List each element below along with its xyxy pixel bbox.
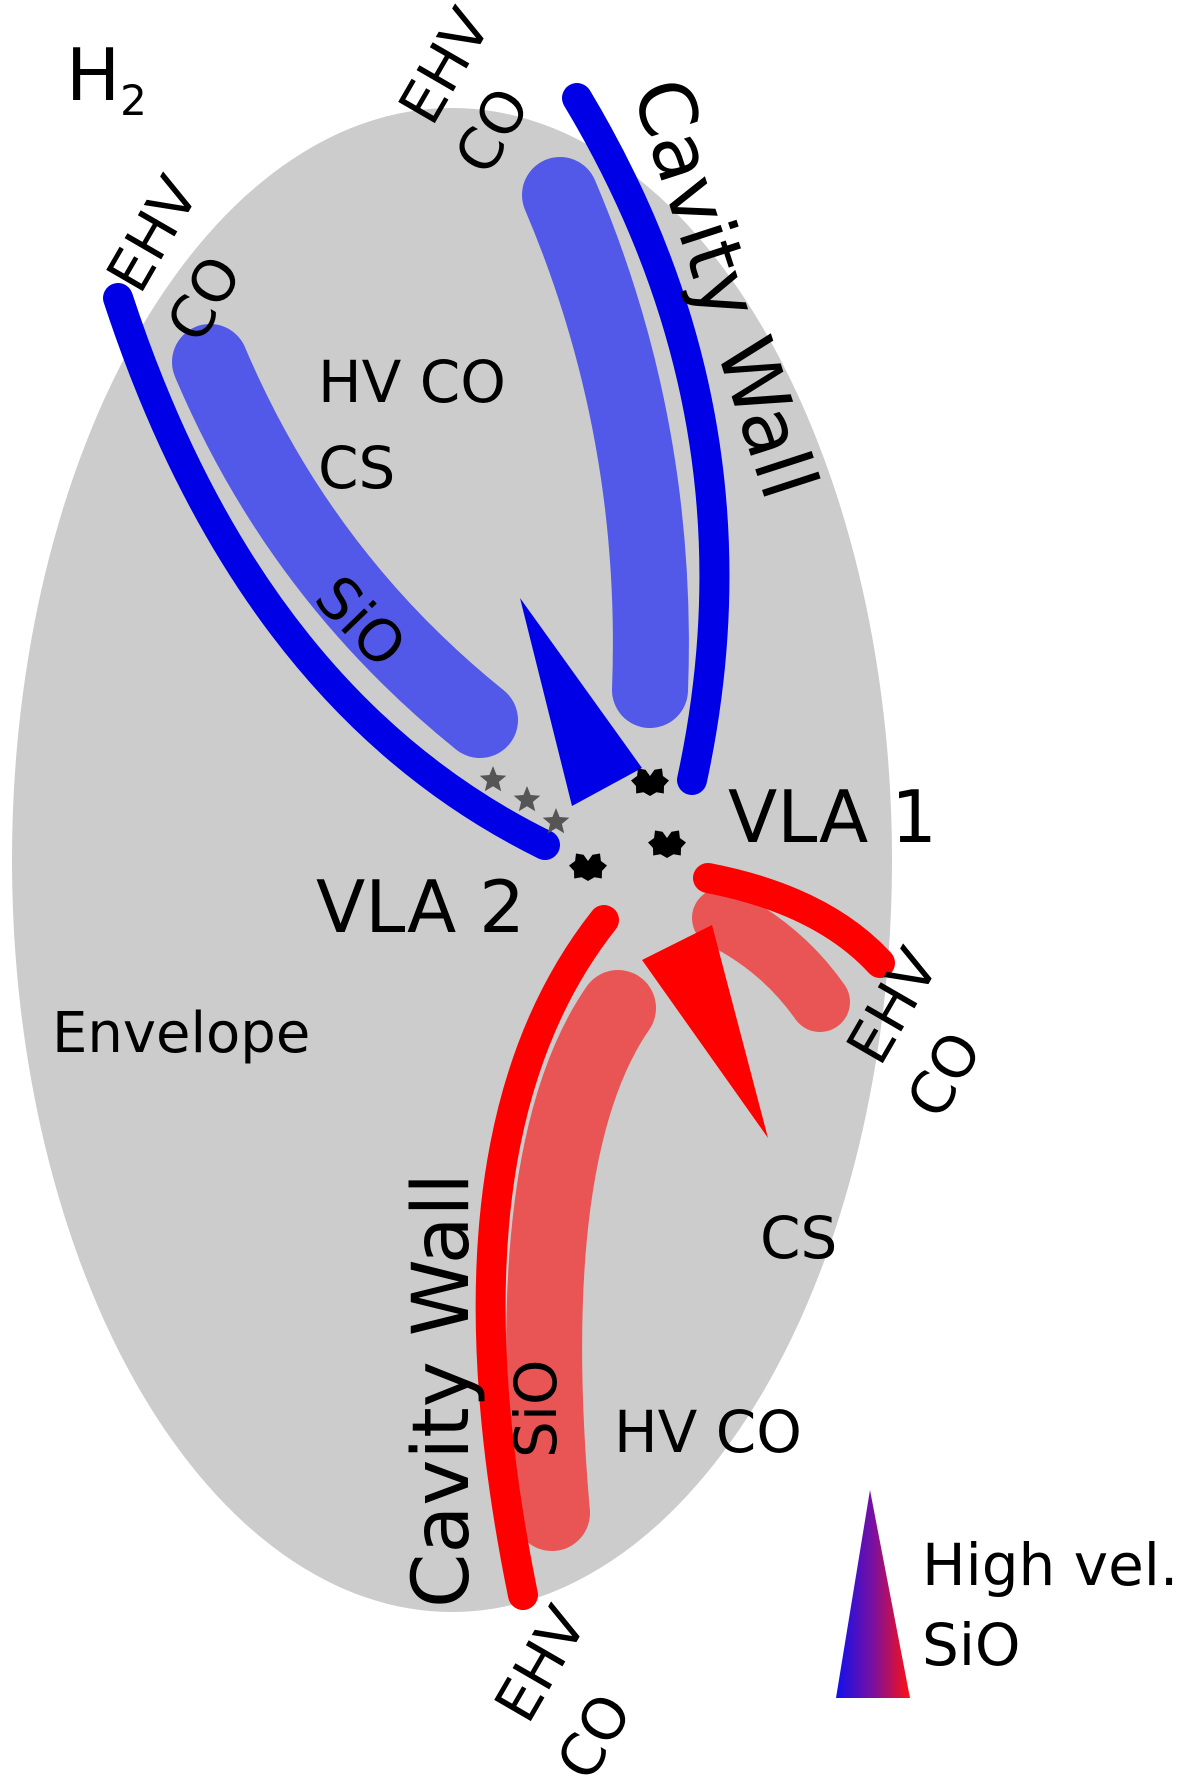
small-star-markers — [479, 766, 570, 834]
red-sio-band-lower — [506, 970, 656, 1551]
blue-cavity-wall-left — [103, 283, 560, 860]
red-cavity-wall-lower — [475, 905, 619, 1610]
star-icon — [542, 808, 570, 834]
red-high-velocity-jet — [642, 925, 768, 1138]
sio-label-red: SiO — [502, 1359, 570, 1458]
red-sio-band-upper — [692, 888, 850, 1032]
protostar-markers — [569, 768, 686, 881]
star-icon — [631, 768, 669, 796]
star-icon — [569, 853, 607, 881]
vla1-label: VLA 1 — [728, 775, 937, 859]
legend: High vel. SiO — [836, 1490, 1178, 1698]
blue-sio-band-left — [172, 324, 518, 758]
vla2-label: VLA 2 — [316, 865, 525, 949]
blue-cavity-wall-right — [562, 83, 730, 795]
h2-label: H2 — [66, 33, 147, 125]
hv-co-label-red: HV CO — [614, 1398, 802, 1466]
envelope-label: Envelope — [52, 1001, 310, 1066]
star-icon — [513, 786, 541, 812]
hv-co-label-blue: HV CO — [318, 348, 506, 416]
cavity-wall-label-red: Cavity Wall — [397, 1173, 487, 1608]
red-cavity-wall-upper — [693, 863, 895, 978]
blue-sio-band-right — [522, 157, 689, 728]
star-icon — [648, 830, 686, 858]
legend-line2: SiO — [922, 1611, 1021, 1679]
star-icon — [479, 766, 507, 792]
cs-label-red: CS — [760, 1204, 837, 1272]
blue-high-velocity-jet — [520, 598, 642, 806]
cs-label-blue: CS — [318, 434, 395, 502]
legend-gradient-triangle — [836, 1490, 910, 1698]
legend-line1: High vel. — [922, 1531, 1178, 1599]
